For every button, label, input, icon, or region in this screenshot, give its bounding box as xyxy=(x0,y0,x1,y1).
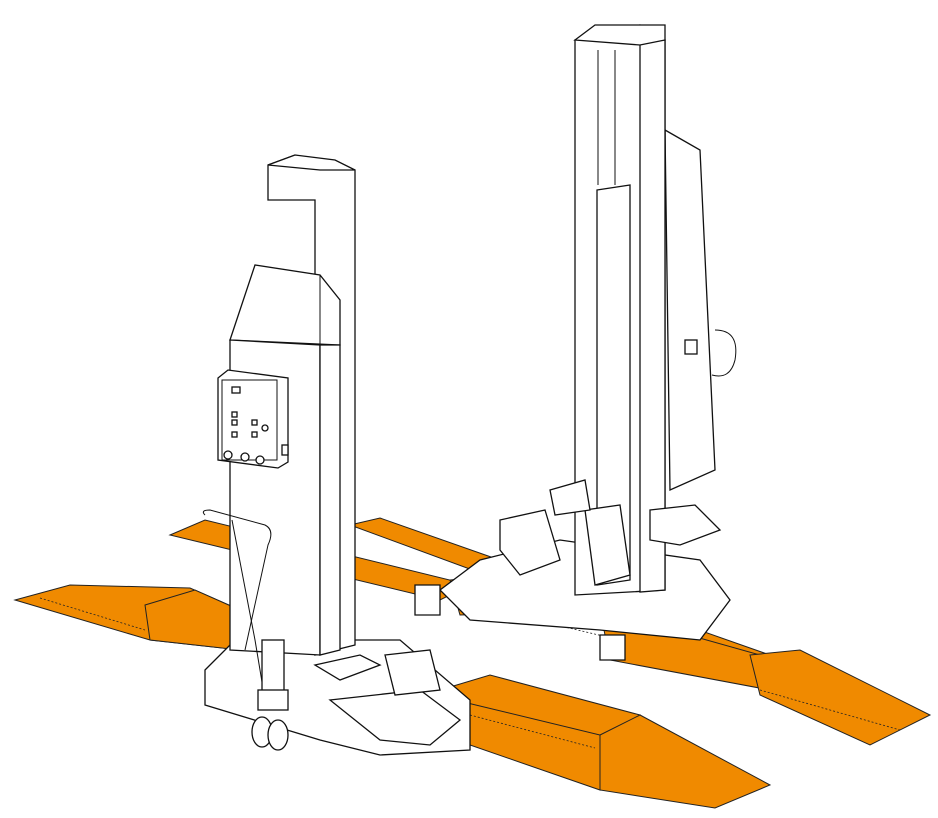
left-base xyxy=(204,639,471,756)
lift-column-right xyxy=(414,24,737,661)
front-right-runway xyxy=(439,674,772,809)
pump-handle xyxy=(202,509,289,711)
wheel xyxy=(251,716,289,751)
control-panel xyxy=(217,369,289,469)
front-left-ramp xyxy=(13,584,241,651)
